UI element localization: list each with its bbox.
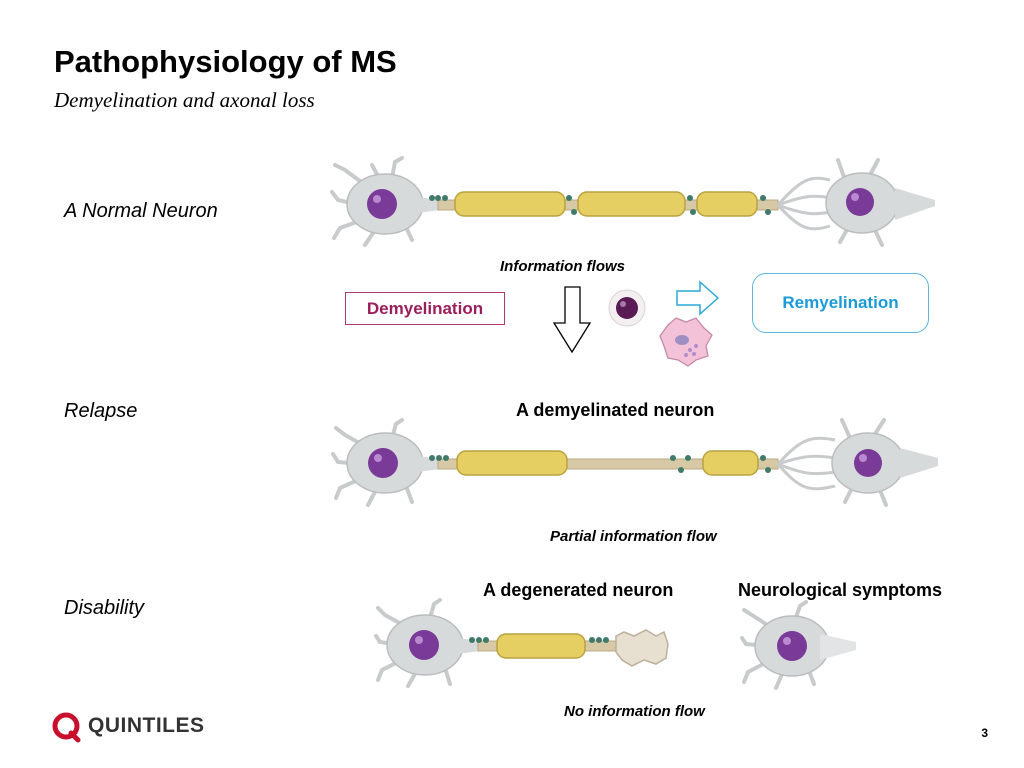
page-number: 3 (981, 726, 988, 740)
slide-title: Pathophysiology of MS (54, 44, 397, 79)
neurological-symptoms-caption: Neurological symptoms (738, 580, 943, 600)
degenerated-neuron-caption: A degenerated neuron (483, 580, 674, 600)
quintiles-logo: QUINTILES (52, 711, 205, 743)
no-flow-label: No information flow (564, 703, 705, 720)
slide-subtitle: Demyelination and axonal loss (54, 88, 315, 112)
demyelinated-neuron-caption: A demyelinated neuron (516, 400, 715, 420)
quintiles-logo-icon (52, 712, 81, 743)
partial-flow-label: Partial information flow (550, 528, 717, 545)
stage-label-normal: A Normal Neuron (64, 200, 218, 222)
quintiles-logo-text: QUINTILES (88, 714, 205, 737)
information-flows-label: Information flows (500, 258, 625, 275)
demyelination-box: Demyelination (345, 292, 505, 325)
stage-label-disability: Disability (64, 597, 145, 619)
stage-label-relapse: Relapse (64, 400, 138, 422)
remyelination-box: Remyelination (752, 273, 929, 333)
